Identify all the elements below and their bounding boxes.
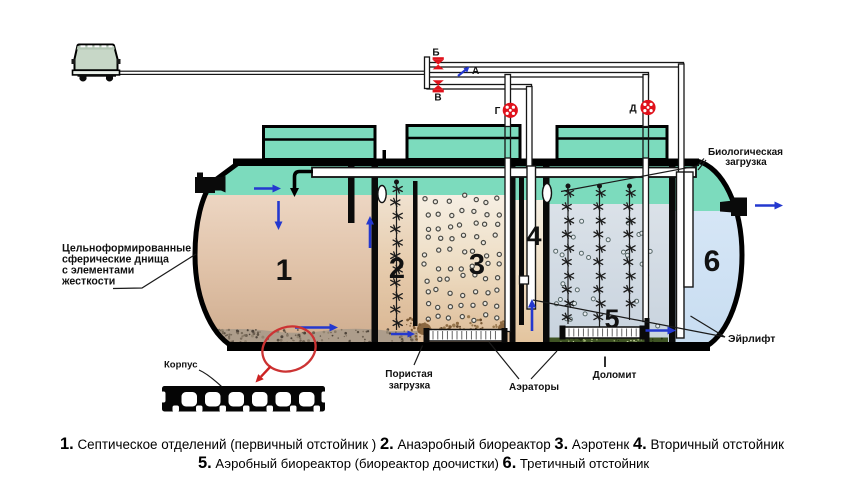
- svg-text:В: В: [434, 93, 441, 104]
- svg-text:Г: Г: [495, 106, 501, 117]
- svg-text:Аэраторы: Аэраторы: [509, 382, 559, 393]
- svg-text:3: 3: [469, 249, 485, 281]
- svg-text:Цельноформированные: Цельноформированные: [62, 243, 191, 255]
- svg-text:1. Септическое отделений (перв: 1. Септическое отделений (первичный отст…: [60, 435, 784, 453]
- svg-text:загрузка: загрузка: [389, 381, 431, 392]
- svg-text:загрузка: загрузка: [725, 157, 767, 168]
- svg-text:2: 2: [389, 253, 405, 285]
- svg-text:Б: Б: [432, 48, 439, 59]
- svg-text:6: 6: [704, 245, 721, 278]
- svg-text:жесткости: жесткости: [61, 276, 115, 288]
- svg-text:А: А: [472, 66, 479, 77]
- svg-text:Доломит: Доломит: [593, 370, 637, 381]
- svg-text:Пористая: Пористая: [385, 369, 433, 380]
- svg-text:Корпус: Корпус: [164, 360, 197, 371]
- svg-text:Д: Д: [629, 104, 636, 115]
- svg-text:4: 4: [526, 221, 541, 251]
- svg-text:5. Аэробный биореактор (биореа: 5. Аэробный биореактор (биореактор доочи…: [198, 454, 649, 472]
- svg-text:Биологическая: Биологическая: [708, 147, 783, 158]
- svg-text:с элементами: с элементами: [62, 265, 134, 277]
- svg-text:сферические днища: сферические днища: [62, 254, 169, 266]
- svg-text:Эйрлифт: Эйрлифт: [728, 333, 775, 345]
- svg-text:1: 1: [276, 254, 293, 287]
